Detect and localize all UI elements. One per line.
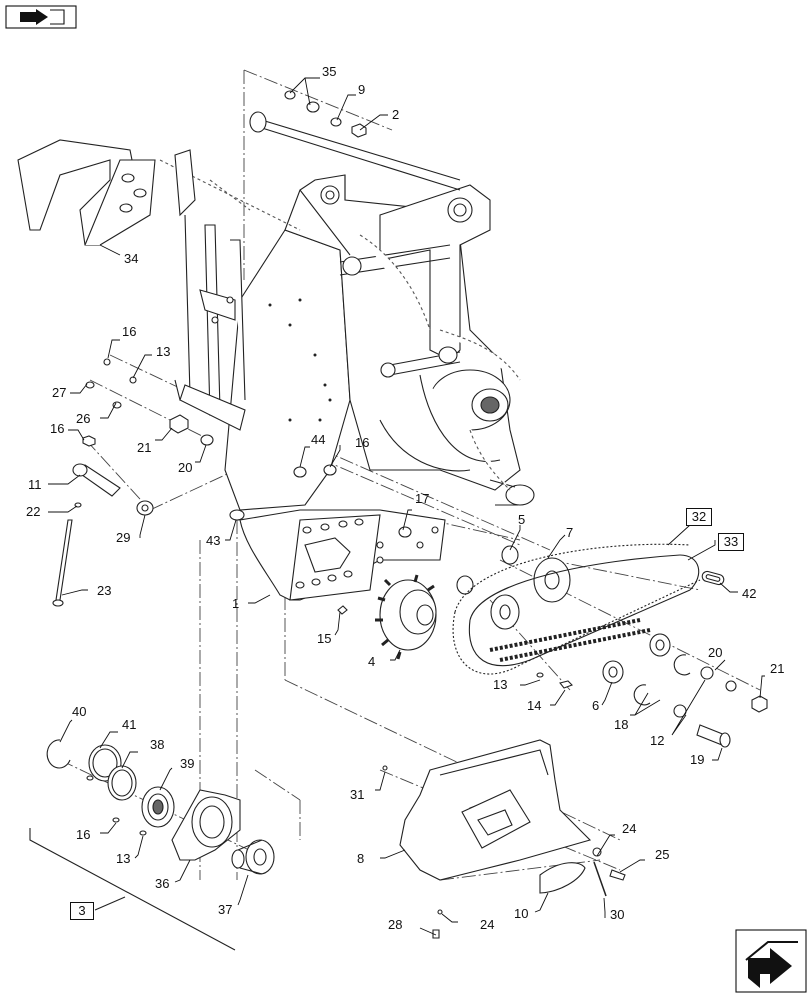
callout-40: 40 xyxy=(72,704,87,719)
upper-hardware xyxy=(284,90,367,138)
callout-6: 6 xyxy=(592,698,600,713)
callout-38: 38 xyxy=(150,737,165,752)
callout-25: 25 xyxy=(655,847,670,862)
left-bracket xyxy=(17,139,246,431)
drive-chain xyxy=(452,543,701,675)
left-hardware xyxy=(52,358,214,607)
main-frame xyxy=(159,111,535,511)
callout-18: 18 xyxy=(614,717,629,732)
callout-42: 42 xyxy=(742,586,757,601)
callout-13: 13 xyxy=(116,851,131,866)
callout-16: 16 xyxy=(122,324,137,339)
callout-14: 14 xyxy=(527,698,542,713)
callout-13: 13 xyxy=(493,677,508,692)
callout-29: 29 xyxy=(116,530,131,545)
callout-17: 17 xyxy=(415,491,430,506)
callout-27: 27 xyxy=(52,385,67,400)
sprocket-4 xyxy=(375,574,437,660)
callout-13: 13 xyxy=(156,344,171,359)
callout-2: 2 xyxy=(392,107,400,122)
callout-16: 16 xyxy=(76,827,91,842)
callout-20: 20 xyxy=(708,645,723,660)
callout-28: 28 xyxy=(388,917,403,932)
callout-15: 15 xyxy=(317,631,332,646)
assembly-3-line xyxy=(29,828,236,951)
callout-10: 10 xyxy=(514,906,529,921)
callout-24: 24 xyxy=(480,917,495,932)
centre-lines xyxy=(59,69,761,881)
callout-41: 41 xyxy=(122,717,137,732)
sprocket-7 xyxy=(456,545,571,630)
chain-cover xyxy=(382,739,626,939)
callout-12: 12 xyxy=(650,733,665,748)
callout-7: 7 xyxy=(566,525,574,540)
callout-11: 11 xyxy=(28,477,42,492)
callout-34: 34 xyxy=(124,251,139,266)
callout-44: 44 xyxy=(311,432,326,447)
callout-20: 20 xyxy=(178,460,193,475)
callout-22: 22 xyxy=(26,504,41,519)
leader-lines xyxy=(48,77,765,936)
callout-5: 5 xyxy=(518,512,526,527)
callout-4: 4 xyxy=(368,654,376,669)
callout-21: 21 xyxy=(137,440,152,455)
callout-9: 9 xyxy=(358,82,366,97)
callout-23: 23 xyxy=(97,583,112,598)
callout-39: 39 xyxy=(180,756,195,771)
callout-8: 8 xyxy=(357,851,365,866)
callout-16: 16 xyxy=(50,421,65,436)
side-plate xyxy=(229,464,446,615)
callout-33-boxed: 33 xyxy=(718,533,744,551)
callout-35: 35 xyxy=(322,64,337,79)
callout-37: 37 xyxy=(218,902,233,917)
back-arrow-icon[interactable] xyxy=(5,5,77,29)
callout-1: 1 xyxy=(232,596,240,611)
callout-16: 16 xyxy=(355,435,370,450)
callout-32-boxed: 32 xyxy=(686,508,712,526)
callout-19: 19 xyxy=(690,752,705,767)
callout-43: 43 xyxy=(206,533,221,548)
callout-24: 24 xyxy=(622,821,637,836)
callout-30: 30 xyxy=(610,907,625,922)
callout-36: 36 xyxy=(155,876,170,891)
callout-31: 31 xyxy=(350,787,365,802)
right-hardware xyxy=(536,570,768,748)
callout-26: 26 xyxy=(76,411,91,426)
lower-left-assembly xyxy=(46,739,275,875)
callout-3-boxed: 3 xyxy=(70,902,94,920)
forward-arrow-icon[interactable] xyxy=(735,929,807,993)
callout-21: 21 xyxy=(770,661,785,676)
